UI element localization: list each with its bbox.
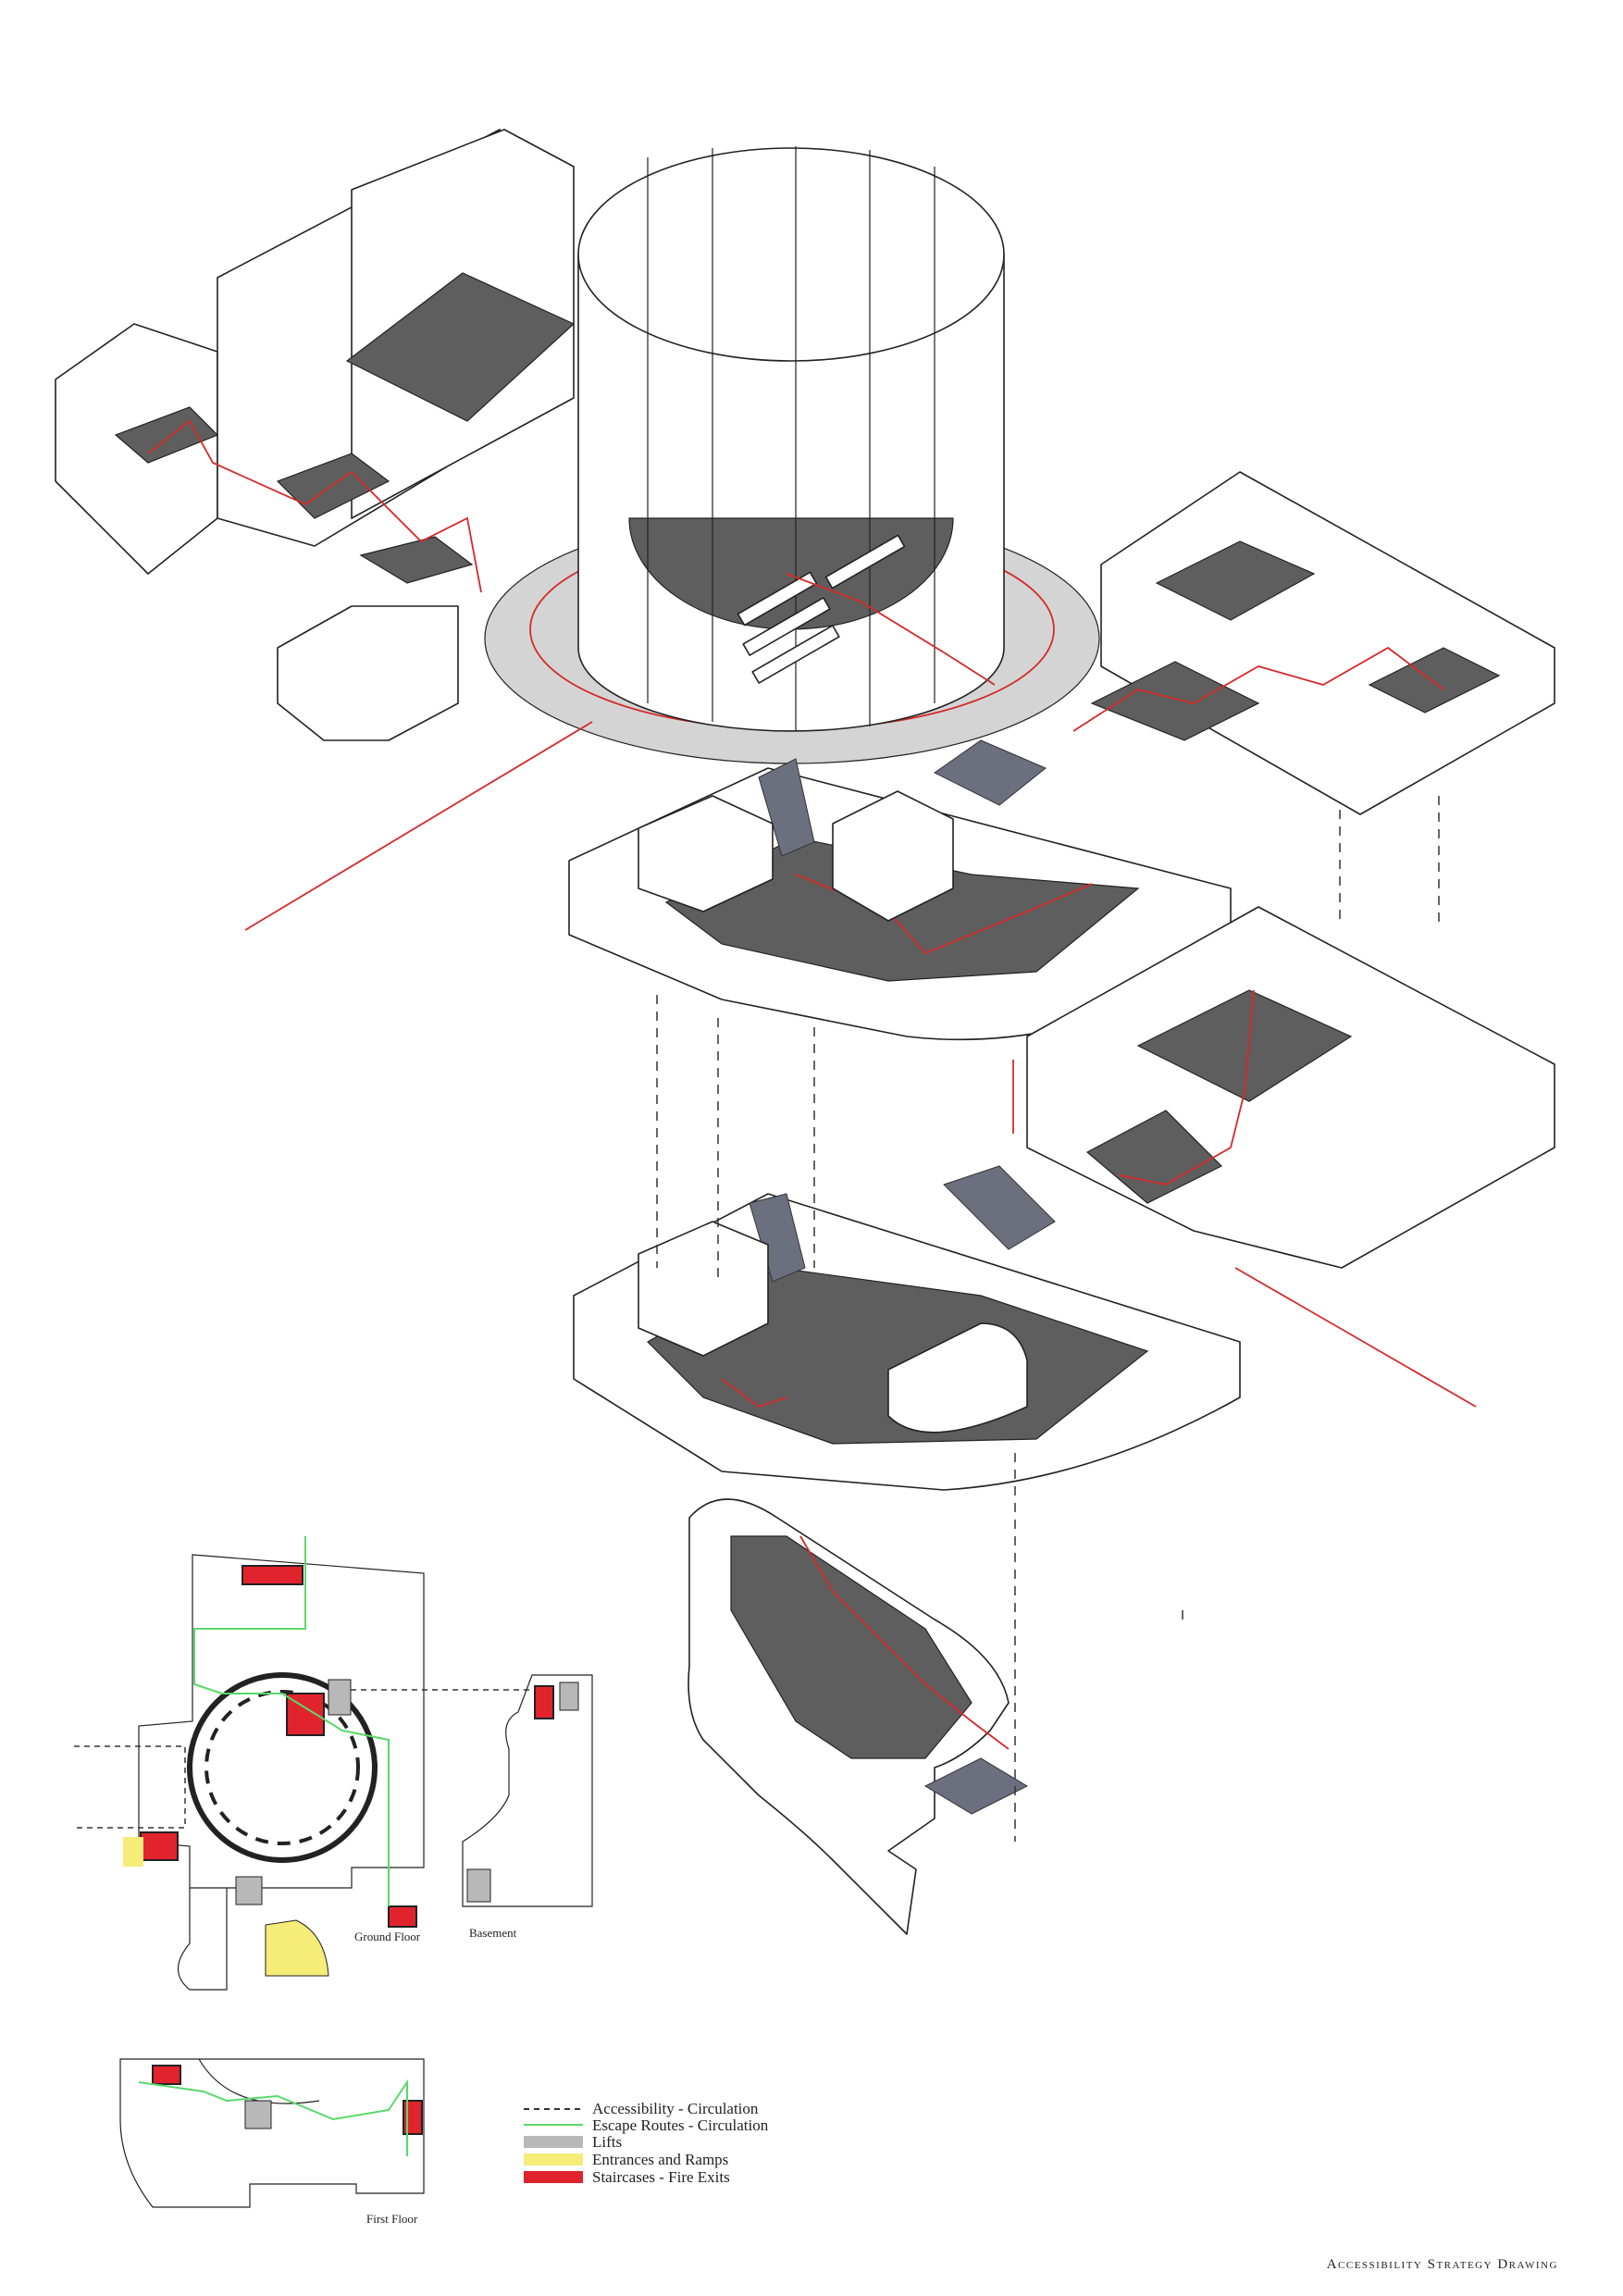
legend-label-accessibility: Accessibility - Circulation [592,2100,759,2117]
right-wing-walls [1100,471,1555,815]
legend-label-lifts: Lifts [592,2133,623,2151]
outside-route-bottom [1234,1267,1477,1408]
basement-lift-top [559,1682,579,1711]
middle-right-wing [1012,906,1555,1408]
ground-floor-plan [74,1536,425,1991]
basement-lift-bottom [466,1868,491,1903]
top-level-block [55,129,1555,931]
basement-outline [462,1674,593,1907]
right-wing-corridor [1090,661,1260,741]
basement-lift-shaft [923,1757,1029,1815]
mid-right-corridor [1085,1110,1223,1204]
legend-swatch-lifts [524,2136,583,2148]
left-wing-route [147,419,482,593]
first-plan-outline [119,2058,425,2208]
benches [737,534,906,684]
ground-stair-bottom [388,1905,417,1928]
tunnel-floor [730,1535,973,1759]
basement-label: Basement [469,1926,517,1940]
first-plan-curve [198,2058,320,2104]
legend-label-escape: Escape Routes - Circulation [592,2116,769,2134]
middle-core-a [638,795,774,912]
first-lift [244,2100,272,2129]
ground-lift-a [328,1679,352,1716]
ground-floor-label: Ground Floor [354,1930,421,1943]
ground-plan-lower [178,1888,228,1991]
level-alignment-lines [656,796,1440,1842]
ground-stair-top [242,1565,304,1585]
top-lift-shaft [934,739,1047,806]
cylinder-fins [647,146,935,731]
legend-label-staircases: Staircases - Fire Exits [592,2168,730,2186]
left-wing-floor-d [359,536,474,584]
ground-stair-left [140,1831,179,1861]
legend-swatch-staircases [524,2171,583,2183]
middle-level-block [568,758,1232,1041]
basement-plan [351,1674,593,1907]
ground-lift-b [235,1876,263,1905]
first-floor-label: First Floor [366,2212,418,2226]
legend-label-entrances: Entrances and Ramps [592,2151,729,2168]
right-wing-floor-a [1155,540,1316,621]
ground-plan-outline [138,1554,425,1889]
lower-level-block [573,1165,1241,1491]
drawing-caption: Accessibility Strategy Drawing [1326,2257,1558,2272]
legend-swatch-entrances [524,2153,583,2166]
left-wing-floor-b [114,406,219,464]
mid-right-floor [1136,989,1353,1102]
ground-plan-drum-inner [204,1690,360,1845]
ground-entrance-ramp [265,1919,329,1977]
cylinder-top [577,147,1005,362]
ground-plan-drum [187,1672,378,1863]
lower-route [721,1378,787,1409]
lower-core [638,1221,769,1357]
outside-route-top [244,721,593,931]
legend-swatches [524,2108,583,2183]
ground-access-route [74,1745,186,1829]
cylinder-body [577,254,1005,732]
ground-escape-route [193,1536,390,1906]
middle-lift-shaft [758,758,815,857]
right-wing-floor-b [1368,647,1501,714]
left-wing-floor-a [345,272,576,422]
first-floor-plan [119,2058,425,2208]
left-wing-annex [277,605,459,741]
first-escape-route [138,2079,408,2156]
first-stair-left [152,2065,181,2085]
basement-tunnel [688,1498,1029,1935]
middle-core-b [832,790,954,922]
tunnel-route [799,1535,1010,1750]
lower-lift-shaft-b [943,1165,1056,1250]
right-wing-route [1072,646,1444,732]
lower-curved-wall [887,1322,1028,1433]
mid-right-route [1119,989,1255,1185]
ground-entrance-left [123,1837,143,1867]
basement-stair [534,1685,554,1719]
cylinder-route [786,573,996,686]
